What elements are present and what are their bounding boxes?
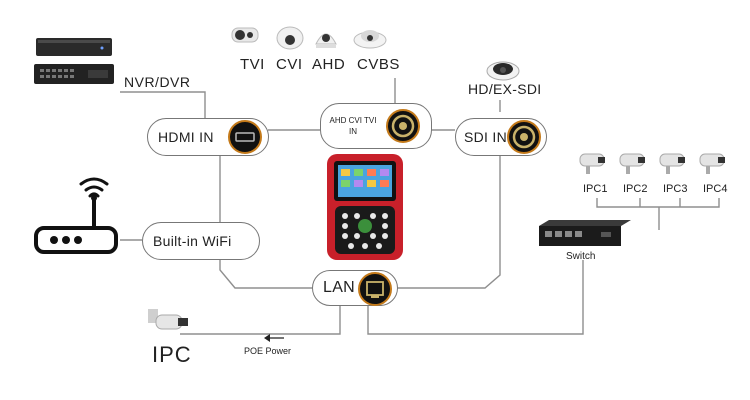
lan-label: LAN [323,279,356,296]
ipc2-label: IPC2 [623,183,648,195]
line-hdmi-lan [219,156,312,289]
bnc-port-icon [507,120,541,154]
ipc-label: IPC [152,342,192,367]
rj45-port-icon [358,272,392,306]
ahd-cvi-tvi-in-label: AHD CVI TVI IN [329,116,377,136]
hd-ex-sdi-label: HD/EX-SDI [468,81,542,97]
bullet-camera-icon [659,153,685,174]
dome-camera-icon [276,26,304,50]
line-nvr-hdmi [120,91,206,118]
dome-camera-icon [353,30,387,49]
line-lan-ipc [180,305,341,335]
analog-cameras-group [231,26,387,50]
dome-camera-icon [315,33,337,48]
camera-type-ahd: AHD [312,56,346,73]
switch-label: Switch [566,251,596,262]
camera-type-cvbs: CVBS [357,56,400,73]
dome-camera-icon [486,61,520,81]
ip-cameras-group [579,153,725,174]
wifi-router-icon [34,177,118,254]
arrow-left-icon [264,334,284,342]
cctv-tester-device-icon [327,154,403,260]
hdmi-port-icon [228,120,262,154]
camera-type-cvi: CVI [276,56,303,73]
bullet-camera-icon [699,153,725,174]
ipc1-label: IPC1 [583,183,608,195]
bullet-camera-icon [579,153,605,174]
ipc4-label: IPC4 [703,183,728,195]
recorder-icon [34,38,114,84]
network-switch-icon [539,220,631,246]
poe-power-label: POE Power [244,346,292,356]
bullet-camera-icon [619,153,645,174]
bnc-port-icon [386,109,420,143]
sdi-in-label: SDI IN [464,129,508,145]
line-sdi-lan [395,156,501,289]
builtin-wifi-label: Built-in WiFi [153,233,232,249]
line-lan-switch [367,260,584,335]
bullet-camera-icon [231,27,259,43]
builtin-wifi-node: Built-in WiFi [142,222,260,260]
camera-type-tvi: TVI [240,56,265,73]
nvr-dvr-label: NVR/DVR [124,74,191,90]
ipc3-label: IPC3 [663,183,688,195]
bullet-camera-icon [148,309,188,330]
line-ipc-bracket [596,198,720,208]
hdmi-in-label: HDMI IN [158,129,214,145]
